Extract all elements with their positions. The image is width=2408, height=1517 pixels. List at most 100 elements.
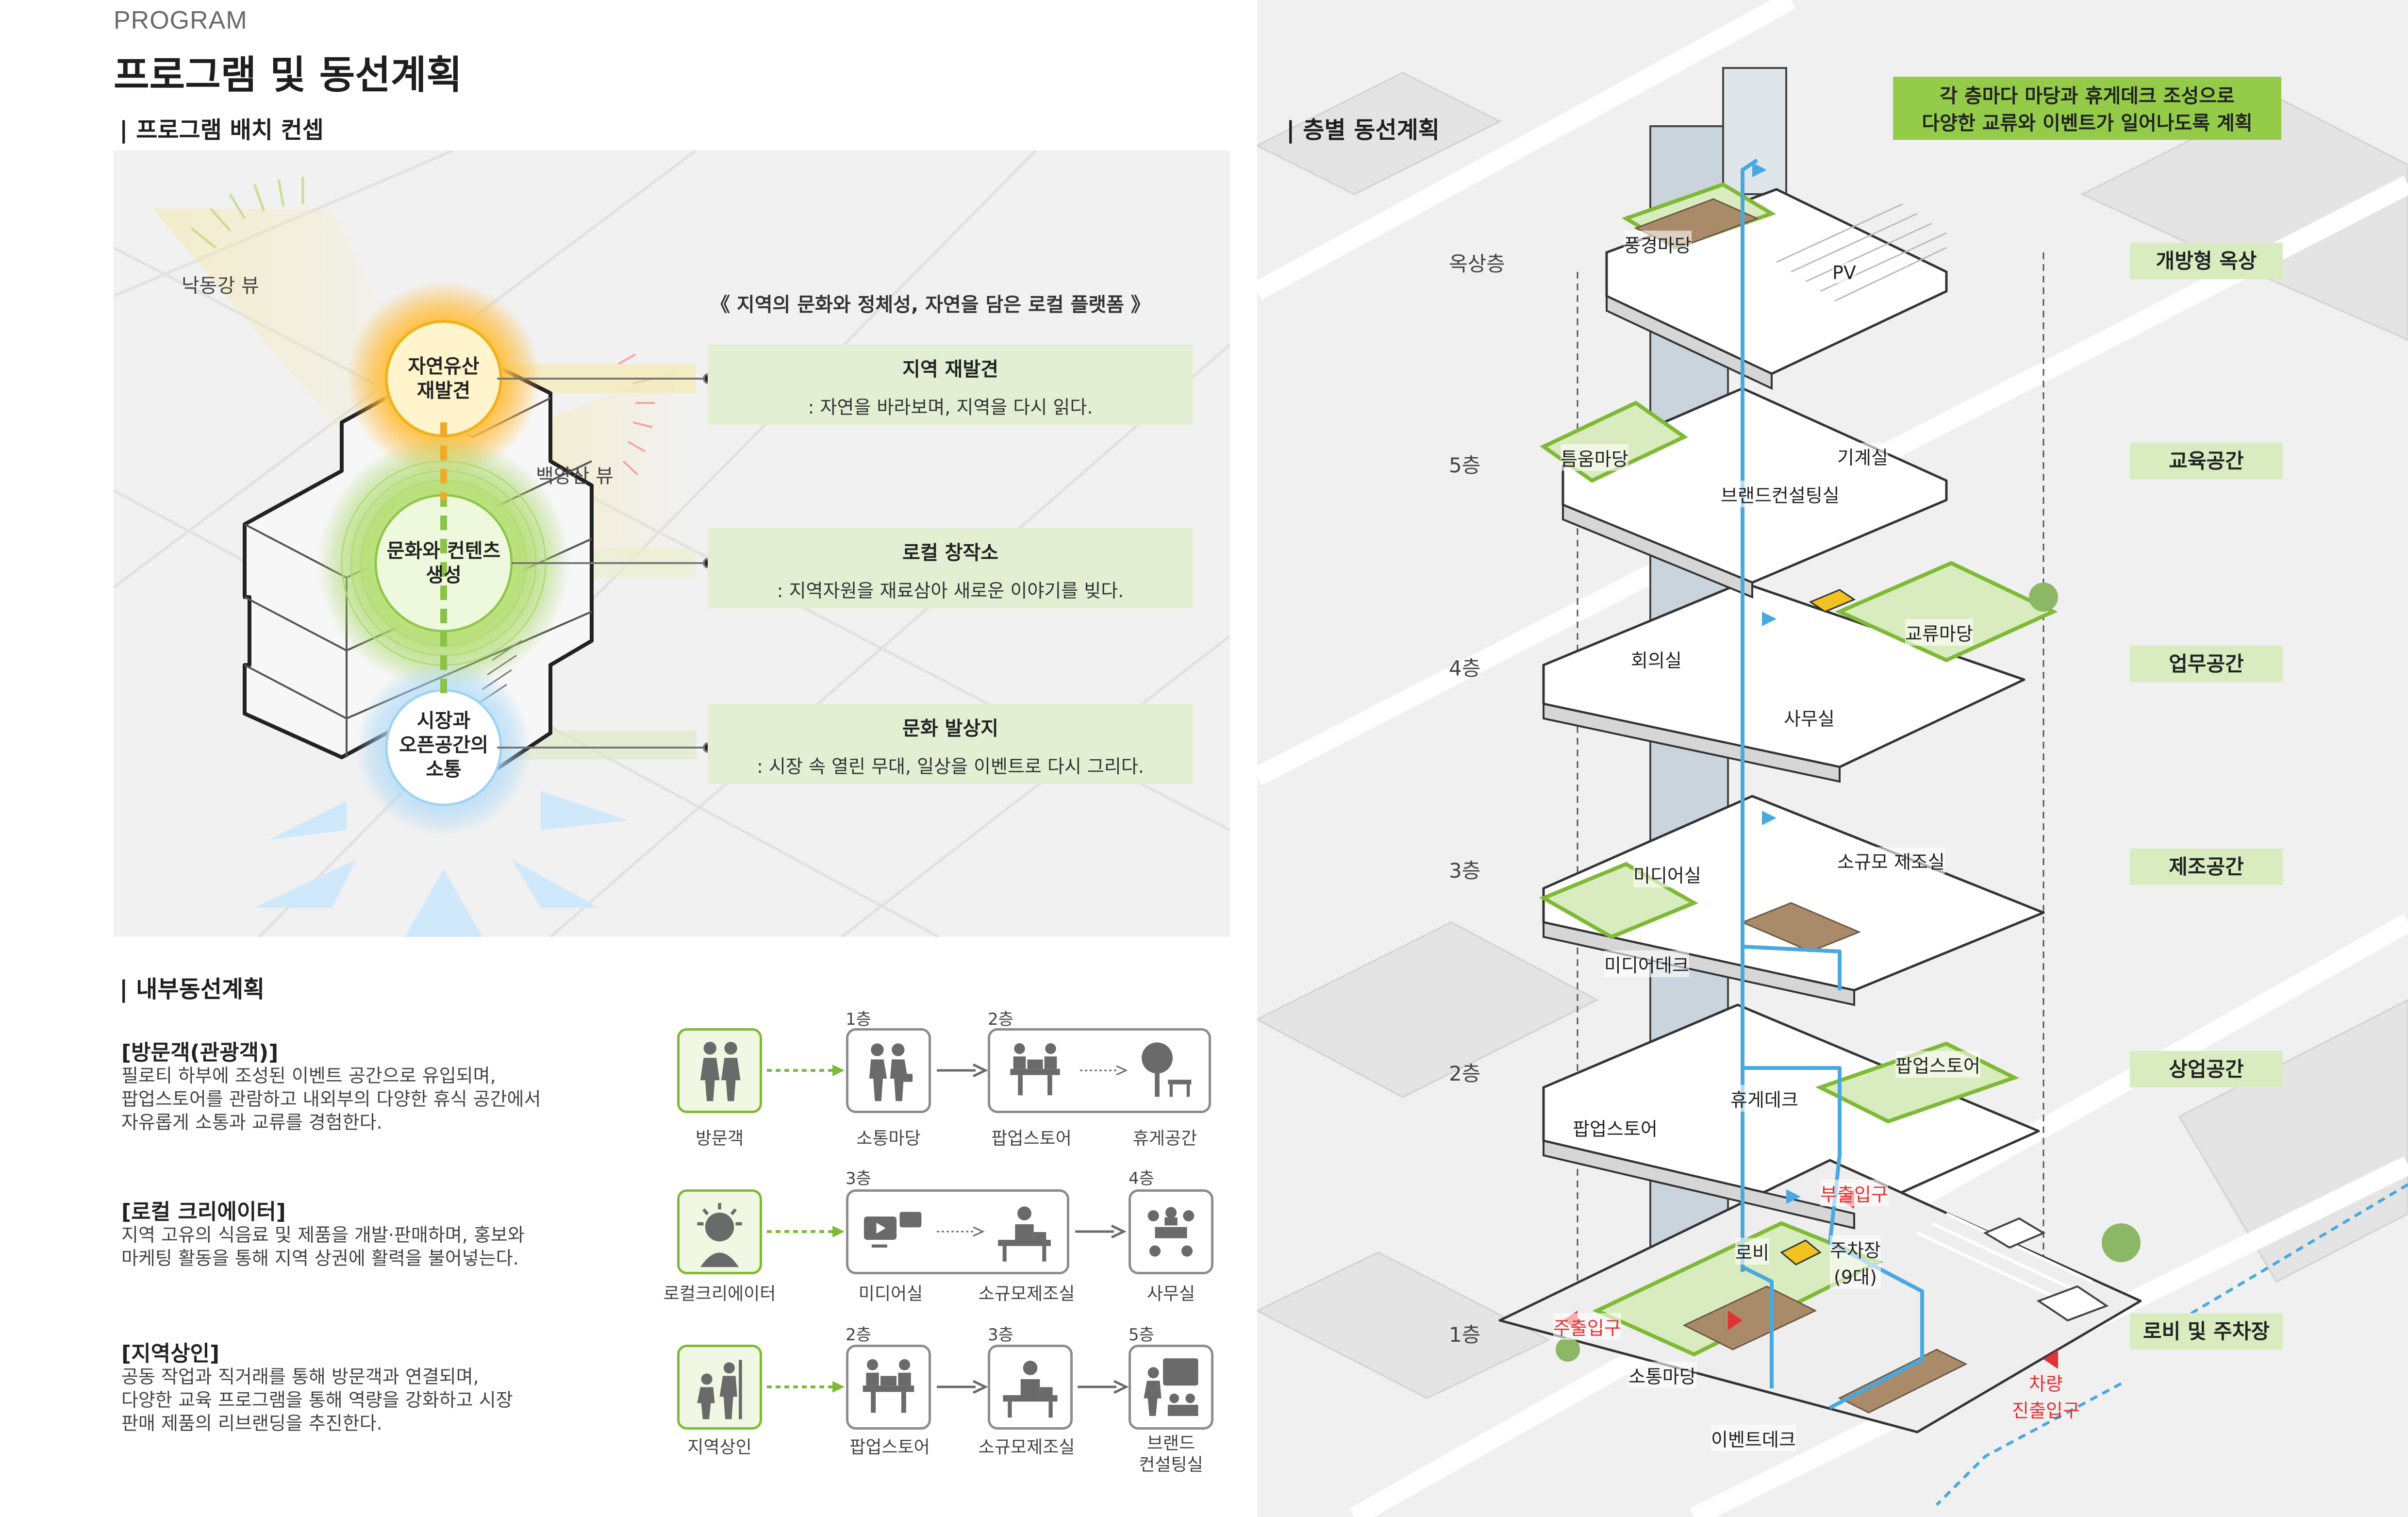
floor-callout: 각 층마다 마당과 휴게데크 조성으로 다양한 교류와 이벤트가 일어나도록 계… [1893, 77, 2281, 140]
concept-box-desc: : 시장 속 열린 무대, 일상을 이벤트로 다시 그리다. [757, 756, 1144, 777]
tag-popup-b: 팝업스토어 [1573, 1114, 1658, 1141]
circle-nature-line1: 자연유산 [408, 355, 480, 378]
concept-box-culture: 문화 발상지 : 시장 속 열린 무대, 일상을 이벤트로 다시 그리다. [708, 704, 1193, 784]
callout-line: 각 층마다 마당과 휴게데크 조성으로 [1940, 85, 2235, 107]
tag-rest-deck: 휴게데크 [1730, 1085, 1798, 1112]
media-icon [852, 1193, 934, 1271]
desc-line: 지역 고유의 식음료 및 제품을 개발·판매하며, 홍보와 [121, 1224, 525, 1246]
circle-market-line2: 오픈공간의 [399, 734, 488, 756]
band-lobby-parking: 로비 및 주차장 [2130, 1313, 2283, 1350]
callout-line: 다양한 교류와 이벤트가 일어나도록 계획 [1922, 112, 2253, 134]
vehicle-line2: 진출입구 [2012, 1400, 2080, 1421]
floor-label-1f: 1층 [1449, 1323, 1481, 1347]
tree-bench-icon [1126, 1032, 1206, 1109]
concept-box-rediscovery: 지역 재발견 : 자연을 바라보며, 지역을 다시 읽다. [708, 345, 1193, 425]
desc-line: 자유롭게 소통과 교류를 경험한다. [121, 1112, 382, 1133]
solid-arrow [1078, 1380, 1129, 1394]
parking-label: 주차장 [1830, 1240, 1881, 1261]
desc-line: 마케팅 활동을 통해 지역 상권에 활력을 불어넣는다. [121, 1248, 519, 1269]
step-floor: 3층 [846, 1169, 871, 1188]
band-education: 교육공간 [2130, 443, 2283, 479]
floor-label-roof: 옥상층 [1449, 252, 1505, 276]
step-floor: 2층 [846, 1325, 871, 1345]
circle-culture-line2: 생성 [426, 564, 462, 586]
circle-nature: 자연유산 재발견 [395, 354, 492, 403]
office-icon [1129, 1189, 1213, 1274]
floor-label-5f: 5층 [1449, 453, 1481, 477]
floor-label-2f: 2층 [1449, 1062, 1481, 1085]
persona-visitor-heading: [방문객(관광객)] [121, 1040, 279, 1065]
step-floor: 5층 [1129, 1325, 1154, 1345]
dashed-arrow [767, 1065, 845, 1076]
band-manufacturing: 제조공간 [2130, 849, 2283, 885]
step-label: 소규모제조실 [978, 1437, 1075, 1457]
circulation-section-title: | 내부동선계획 [119, 976, 265, 1003]
concept-box-desc: : 자연을 바라보며, 지역을 다시 읽다. [808, 397, 1093, 418]
circle-nature-line2: 재발견 [416, 380, 471, 402]
creator-icon [677, 1189, 762, 1274]
band-commercial: 상업공간 [2130, 1051, 2283, 1087]
page-kicker: PROGRAM [114, 6, 248, 34]
sun-rays-left [190, 177, 304, 249]
parking-lines [1916, 1212, 2093, 1302]
parking-count: (9대) [1834, 1267, 1877, 1288]
baekyang-view-label: 백양산 뷰 [536, 465, 614, 487]
concept-box-creator: 로컬 창작소 : 지역자원을 재료삼아 새로운 이야기를 빚다. [708, 528, 1193, 608]
step-label: 휴게공간 [1132, 1129, 1197, 1149]
floors-section-title: | 층별 동선계획 [1286, 117, 1440, 144]
solid-arrow [937, 1063, 988, 1078]
step-label: 팝업스토어 [849, 1437, 930, 1457]
dotted-arrow [1080, 1065, 1128, 1076]
persona-merchant-desc: 공동 작업과 직거래를 통해 방문객과 연결되며, 다양한 교육 프로그램을 통… [121, 1365, 513, 1435]
concept-subtitle: 《 지역의 문화와 정체성, 자연을 담은 로컬 플랫폼 》 [711, 294, 1150, 316]
desc-line: 필로티 하부에 조성된 이벤트 공간으로 유입되며, [121, 1065, 496, 1086]
inflow-arrows [254, 791, 628, 937]
axonometric-diagram [1257, 0, 2408, 1517]
concept-diagram [114, 150, 1230, 937]
persona-creator-desc: 지역 고유의 식음료 및 제품을 개발·판매하며, 홍보와 마케팅 활동을 통해… [121, 1223, 525, 1270]
tag-mechanical: 기계실 [1837, 443, 1888, 469]
step-label: 미디어실 [858, 1284, 923, 1304]
merchant-icon [677, 1345, 762, 1430]
solid-arrow [937, 1380, 988, 1394]
tag-main-entrance: 주출입구 [1553, 1313, 1621, 1340]
popup-store-icon [995, 1032, 1080, 1109]
tag-pungyeong: 풍경마당 [1624, 231, 1692, 257]
step-label: 소통마당 [856, 1129, 921, 1149]
persona-creator-heading: [로컬 크리에이터] [121, 1200, 286, 1224]
page-title: 프로그램 및 동선계획 [114, 52, 463, 98]
vehicle-route [1935, 1183, 2408, 1506]
desc-line: 공동 작업과 직거래를 통해 방문객과 연결되며, [121, 1366, 479, 1387]
floor-label-4f: 4층 [1449, 656, 1481, 680]
visitor-icon [677, 1028, 762, 1113]
tag-media: 미디어실 [1633, 861, 1701, 887]
dashed-arrow [767, 1381, 845, 1393]
tag-event-deck: 이벤트데크 [1711, 1425, 1796, 1451]
band-open-roof: 개방형 옥상 [2130, 243, 2283, 279]
desc-line: 다양한 교육 프로그램을 통해 역량을 강화하고 시장 [121, 1389, 513, 1411]
tag-popup-a: 팝업스토어 [1895, 1051, 1980, 1078]
circle-market: 시장과 오픈공간의 소통 [385, 709, 502, 782]
desc-line: 판매 제품의 리브랜딩을 추진한다. [121, 1413, 382, 1434]
persona-merchant-heading: [지역상인] [121, 1341, 220, 1366]
presentation-icon [1129, 1345, 1213, 1430]
step-icon-sotong [846, 1028, 931, 1113]
tag-teum: 틈움마당 [1561, 444, 1628, 471]
tag-meeting: 회의실 [1631, 646, 1682, 672]
dashed-arrow [767, 1226, 845, 1237]
tag-media-deck: 미디어데크 [1604, 950, 1689, 977]
trees [1556, 583, 2141, 1362]
axon-panel: | 층별 동선계획 각 층마다 마당과 휴게데크 조성으로 다양한 교류와 이벤… [1257, 0, 2408, 1517]
workshop-icon [988, 1345, 1073, 1430]
desc-line: 팝업스토어를 관람하고 내외부의 다양한 휴식 공간에서 [121, 1088, 541, 1110]
popup-store-icon [846, 1345, 931, 1430]
concept-section-title: | 프로그램 배치 컨셉 [119, 117, 324, 144]
tag-sotong: 소통마당 [1628, 1362, 1696, 1388]
cars [1983, 1217, 2109, 1322]
step-floor: 2층 [988, 1010, 1013, 1029]
circle-culture: 문화와 컨텐츠 생성 [371, 539, 516, 587]
concept-box-title: 지역 재발견 [902, 358, 998, 381]
step-floor: 3층 [988, 1325, 1013, 1345]
solid-arrow [1075, 1224, 1126, 1239]
step-label: 브랜드 컨설팅실 [1139, 1434, 1203, 1475]
